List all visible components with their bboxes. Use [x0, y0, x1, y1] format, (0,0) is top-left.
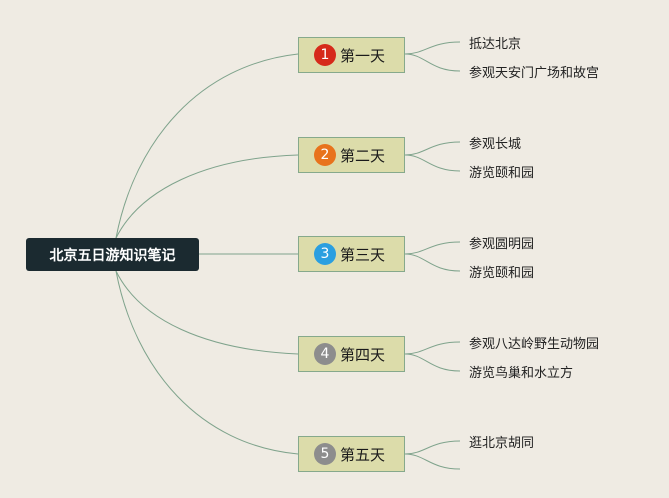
topic-day4-1[interactable]: 参观八达岭野生动物园: [469, 337, 600, 352]
day-node-4[interactable]: 4 第四天: [298, 336, 405, 372]
link-day3-a: [404, 241, 461, 255]
day-label-2: 第二天: [340, 146, 386, 165]
topic-day2-1[interactable]: 参观长城: [469, 137, 522, 152]
day-node-5[interactable]: 5 第五天: [298, 436, 405, 472]
topic-day5-1[interactable]: 逛北京胡同: [469, 436, 535, 451]
number-badge-4: 4: [314, 343, 336, 365]
topic-day2-2[interactable]: 游览颐和园: [469, 166, 535, 181]
topic-day3-1[interactable]: 参观圆明园: [469, 237, 535, 252]
link-root-day1: [115, 53, 299, 239]
link-day1-a: [404, 41, 461, 55]
link-day1-b: [404, 53, 461, 72]
link-day4-a: [404, 341, 461, 355]
number-badge-3: 3: [314, 243, 336, 265]
link-day3-b: [404, 253, 461, 272]
topic-day1-2[interactable]: 参观天安门广场和故宫: [469, 66, 600, 81]
day-node-1[interactable]: 1 第一天: [298, 37, 405, 73]
link-root-day2: [115, 154, 299, 239]
day-node-3[interactable]: 3 第三天: [298, 236, 405, 272]
link-root-day4: [115, 270, 299, 355]
topic-day1-1[interactable]: 抵达北京: [469, 37, 522, 52]
number-badge-5: 5: [314, 443, 336, 465]
number-badge-2: 2: [314, 144, 336, 166]
link-day2-a: [404, 141, 461, 156]
root-label: 北京五日游知识笔记: [49, 247, 176, 264]
link-day2-b: [404, 154, 461, 172]
root-node[interactable]: 北京五日游知识笔记: [26, 238, 199, 271]
topic-day4-2[interactable]: 游览鸟巢和水立方: [469, 366, 574, 381]
link-root-day5: [115, 270, 299, 455]
topic-day3-2[interactable]: 游览颐和园: [469, 266, 535, 281]
day-label-4: 第四天: [340, 345, 386, 364]
day-label-5: 第五天: [340, 445, 386, 464]
day-label-1: 第一天: [340, 46, 386, 65]
day-node-2[interactable]: 2 第二天: [298, 137, 405, 173]
link-day5-a: [404, 440, 461, 455]
day-label-3: 第三天: [340, 245, 386, 264]
link-day5-b: [404, 453, 461, 470]
link-day4-b: [404, 353, 461, 372]
number-badge-1: 1: [314, 44, 336, 66]
